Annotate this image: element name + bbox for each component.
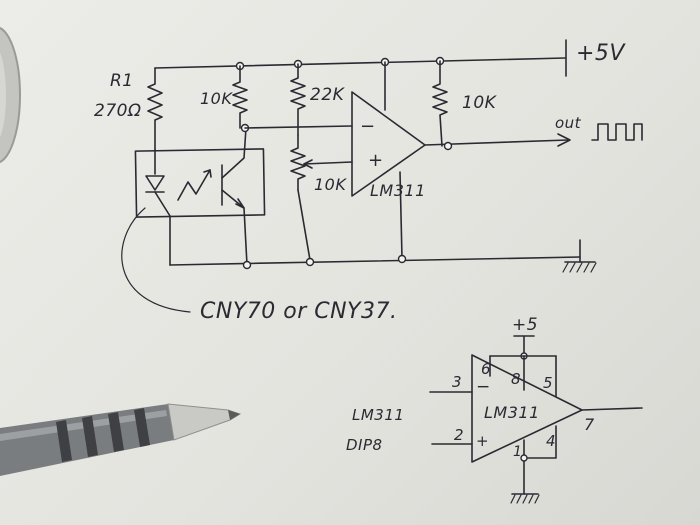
pinout-side-label-1: LM311 bbox=[352, 406, 404, 424]
pen-tip bbox=[167, 403, 242, 441]
sensor-caption: CNY70 or CNY37. bbox=[200, 299, 398, 324]
pinout-minus: − bbox=[476, 377, 491, 397]
pinout-pin4: 4 bbox=[546, 432, 556, 450]
ground-rail bbox=[169, 256, 581, 266]
square-wave-icon bbox=[591, 123, 643, 141]
pinout-plus: + bbox=[476, 432, 489, 450]
noninverting-input-wire bbox=[303, 161, 353, 165]
pinout-chip-label: LM311 bbox=[484, 403, 540, 422]
pot1-resistor bbox=[232, 65, 248, 129]
sensor-pointer-line bbox=[121, 207, 191, 313]
pinout-pin7-wire bbox=[581, 407, 643, 411]
pinout-pin6: 6 bbox=[481, 360, 491, 378]
optocoupler-box bbox=[134, 148, 266, 218]
pot2-value: 10K bbox=[314, 175, 347, 194]
pinout-diagram: +5 6 8 5 − + LM311 3 2 7 4 1 LM311 DIP8 bbox=[346, 315, 643, 504]
pen-point bbox=[228, 410, 240, 420]
pinout-pin7: 7 bbox=[584, 415, 595, 434]
schematic: +5V R1 270Ω bbox=[94, 39, 643, 324]
node-ground-2 bbox=[305, 257, 315, 267]
node-ground-3 bbox=[397, 254, 407, 264]
pinout-pin2: 2 bbox=[454, 426, 464, 444]
r1-name: R1 bbox=[110, 71, 134, 91]
pinout-node-ground bbox=[520, 454, 528, 462]
light-arrows-icon bbox=[177, 169, 212, 201]
pinout-side-label-2: DIP8 bbox=[346, 436, 383, 454]
comparator-symbol bbox=[351, 91, 426, 197]
pen bbox=[0, 403, 242, 476]
r22k-value: 22K bbox=[310, 85, 346, 105]
pot1-value: 10K bbox=[200, 89, 233, 108]
pinout-chip-triangle bbox=[471, 354, 583, 463]
pullup-value: 10K bbox=[462, 93, 498, 113]
comparator-ground-wire bbox=[399, 171, 403, 259]
comparator-part-label: LM311 bbox=[370, 181, 426, 200]
node-output bbox=[443, 141, 453, 151]
pot2-ground-wire bbox=[297, 189, 311, 261]
r1-resistor bbox=[147, 67, 163, 151]
led-diode-icon bbox=[145, 149, 171, 217]
supply-rail bbox=[154, 57, 566, 69]
pinout-pin3: 3 bbox=[452, 373, 462, 391]
ground-symbol-main bbox=[562, 261, 597, 273]
comparator-plus: + bbox=[368, 150, 384, 171]
output-label: out bbox=[555, 114, 582, 132]
r22k-resistor bbox=[290, 63, 306, 136]
binder-ring bbox=[0, 26, 21, 164]
pinout-ground-symbol bbox=[510, 493, 540, 504]
pen-grip bbox=[56, 408, 150, 462]
pullup-resistor bbox=[432, 60, 448, 147]
pinout-pin8: 8 bbox=[511, 370, 521, 388]
pinout-pin1: 1 bbox=[513, 444, 522, 460]
r1-value: 270Ω bbox=[94, 101, 141, 121]
pinout-pin4-wire bbox=[523, 425, 557, 459]
pinout-pin5: 5 bbox=[543, 374, 553, 392]
phototransistor-icon bbox=[221, 127, 248, 266]
output-arrow-icon bbox=[557, 133, 571, 147]
pinout-supply-bar bbox=[513, 335, 535, 354]
pot2-resistor bbox=[290, 134, 306, 191]
comparator-minus: − bbox=[360, 116, 376, 137]
supply-label: +5V bbox=[576, 41, 626, 66]
pinout-supply-label: +5 bbox=[512, 315, 538, 335]
node-ground-1 bbox=[242, 260, 252, 270]
